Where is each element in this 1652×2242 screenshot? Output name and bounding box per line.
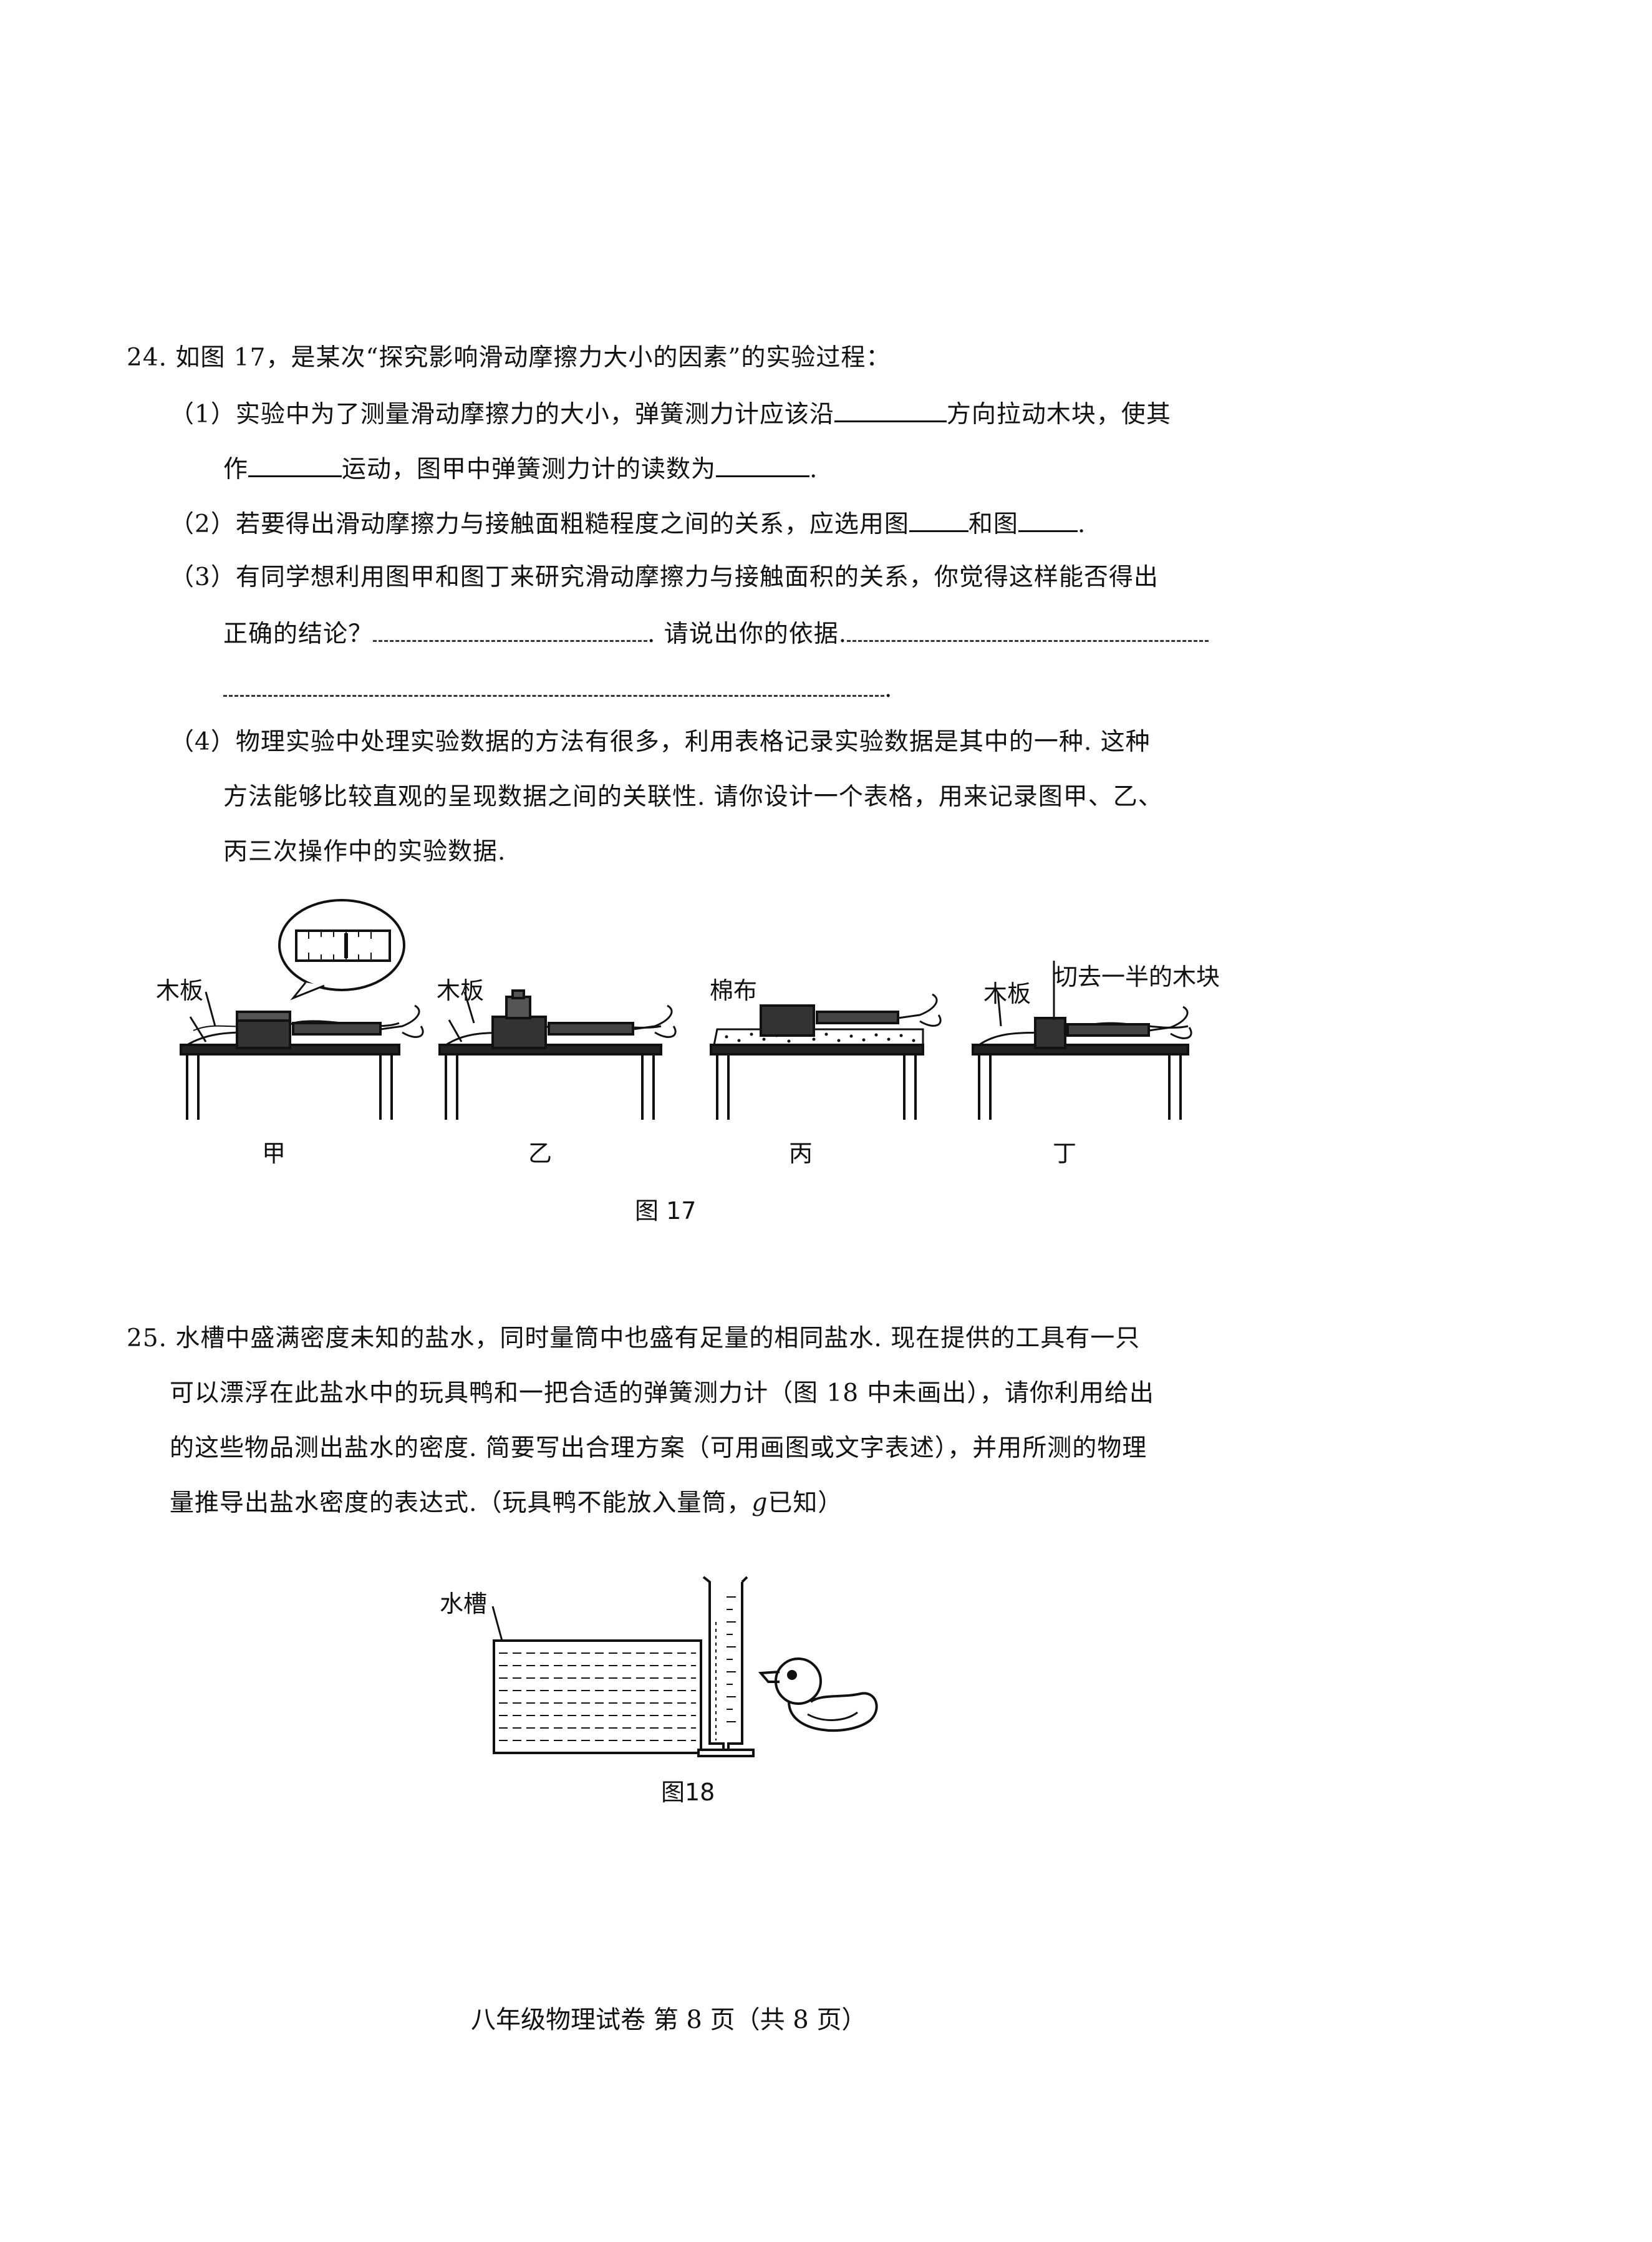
q24-part4-line2: 方法能够比较直观的呈现数据之间的关联性. 请你设计一个表格，用来记录图甲、乙、	[223, 783, 1163, 811]
fig18-title: 图18	[661, 1779, 715, 1806]
panel-ding-apparatus	[972, 961, 1192, 1120]
q24-stem: 24. 如图 17，是某次“探究影响滑动摩擦力大小的因素”的实验过程：	[127, 344, 891, 372]
q24-part1-line1: （1）实验中为了测量滑动摩擦力的大小，弹簧测力计应该沿 方向拉动木块，使其	[170, 397, 1171, 431]
q24-part3-text-c: . 请说出你的依据.	[647, 620, 848, 648]
q24-part3-line1: （3）有同学想利用图甲和图丁来研究滑动摩擦力与接触面积的关系，你觉得这样能否得出	[170, 563, 1159, 591]
q24-blank-reading[interactable]	[716, 452, 810, 477]
q24-part2-line: （2）若要得出滑动摩擦力与接触面粗糙程度之间的关系，应选用图 和图.	[170, 507, 1086, 541]
q24-part2-text-a: （2）若要得出滑动摩擦力与接触面粗糙程度之间的关系，应选用图	[170, 510, 909, 538]
measuring-cylinder	[697, 1576, 755, 1757]
fig17-caption-ding: 丁	[1053, 1140, 1077, 1167]
fig17-label-ding-half-block: 切去一半的木块	[1054, 963, 1220, 991]
q24-part3-line3: .	[223, 671, 892, 706]
q24-part3-text-d: .	[884, 675, 893, 703]
q25-line4: 量推导出盐水密度的表达式.（玩具鸭不能放入量筒，g已知）	[170, 1487, 843, 1520]
panel-yi-apparatus	[438, 989, 677, 1120]
q24-blank-reason[interactable]	[847, 616, 1209, 642]
q24-part4-line3: 丙三次操作中的实验数据.	[223, 838, 506, 866]
figure-17-drawing	[180, 899, 1192, 1120]
fig17-title: 图 17	[635, 1197, 697, 1225]
fig17-caption-bing: 丙	[789, 1140, 813, 1167]
q24-blank-figure1[interactable]	[909, 507, 968, 532]
q24-part3-line2: 正确的结论？ . 请说出你的依据.	[223, 616, 1209, 651]
q24-part4-line1: （4）物理实验中处理实验数据的方法有很多，利用表格记录实验数据是其中的一种. 这…	[170, 728, 1151, 756]
water-tank	[491, 1606, 702, 1754]
fig17-caption-jia: 甲	[262, 1140, 286, 1167]
q25-line3: 的这些物品测出盐水的密度. 简要写出合理方案（可用画图或文字表述），并用所测的物…	[170, 1434, 1147, 1462]
q25-line4-text-a: 量推导出盐水密度的表达式.（玩具鸭不能放入量筒，	[170, 1489, 752, 1517]
fig17-label-ding-surface: 木板	[983, 980, 1031, 1007]
q24-part1-text-d: 运动，图甲中弹簧测力计的读数为	[342, 455, 717, 483]
fig17-label-jia-surface: 木板	[156, 977, 204, 1004]
q25-line4-text-b: 已知）	[768, 1489, 843, 1517]
q24-part1-text-a: （1）实验中为了测量滑动摩擦力的大小，弹簧测力计应该沿	[170, 400, 834, 429]
q24-part3-text-b: 正确的结论？	[223, 620, 374, 648]
q24-part2-text-c: .	[1077, 510, 1086, 538]
fig17-label-bing-surface: 棉布	[710, 977, 758, 1004]
panel-bing-apparatus	[710, 993, 942, 1120]
panel-jia-apparatus	[180, 899, 424, 1120]
page-footer: 八年级物理试卷 第 8 页（共 8 页）	[471, 2006, 867, 2034]
q24-blank-figure2[interactable]	[1018, 507, 1078, 532]
q24-part1-text-b: 方向拉动木块，使其	[946, 400, 1171, 429]
fig17-label-yi-surface: 木板	[437, 977, 485, 1004]
q24-blank-direction[interactable]	[834, 397, 947, 422]
figure-18-drawing	[491, 1576, 878, 1757]
q24-part1-text-c: 作	[223, 455, 249, 483]
q24-blank-reason-cont[interactable]	[223, 671, 884, 697]
q24-part2-text-b: 和图	[968, 510, 1018, 538]
q24-blank-conclusion[interactable]	[373, 616, 648, 642]
fig18-tank-label: 水槽	[440, 1590, 488, 1618]
q25-line2: 可以漂浮在此盐水中的玩具鸭和一把合适的弹簧测力计（图 18 中未画出），请你利用…	[170, 1379, 1154, 1407]
fig17-caption-yi: 乙	[528, 1140, 553, 1167]
q24-blank-motion[interactable]	[248, 452, 342, 477]
toy-duck	[758, 1657, 878, 1732]
q25-line1: 25. 水槽中盛满密度未知的盐水，同时量筒中也盛有足量的相同盐水. 现在提供的工…	[127, 1324, 1141, 1352]
q25-gravity-symbol: g	[751, 1489, 768, 1517]
q24-part1-text-e: .	[809, 455, 818, 483]
q24-part1-line2: 作 运动，图甲中弹簧测力计的读数为.	[223, 452, 818, 486]
